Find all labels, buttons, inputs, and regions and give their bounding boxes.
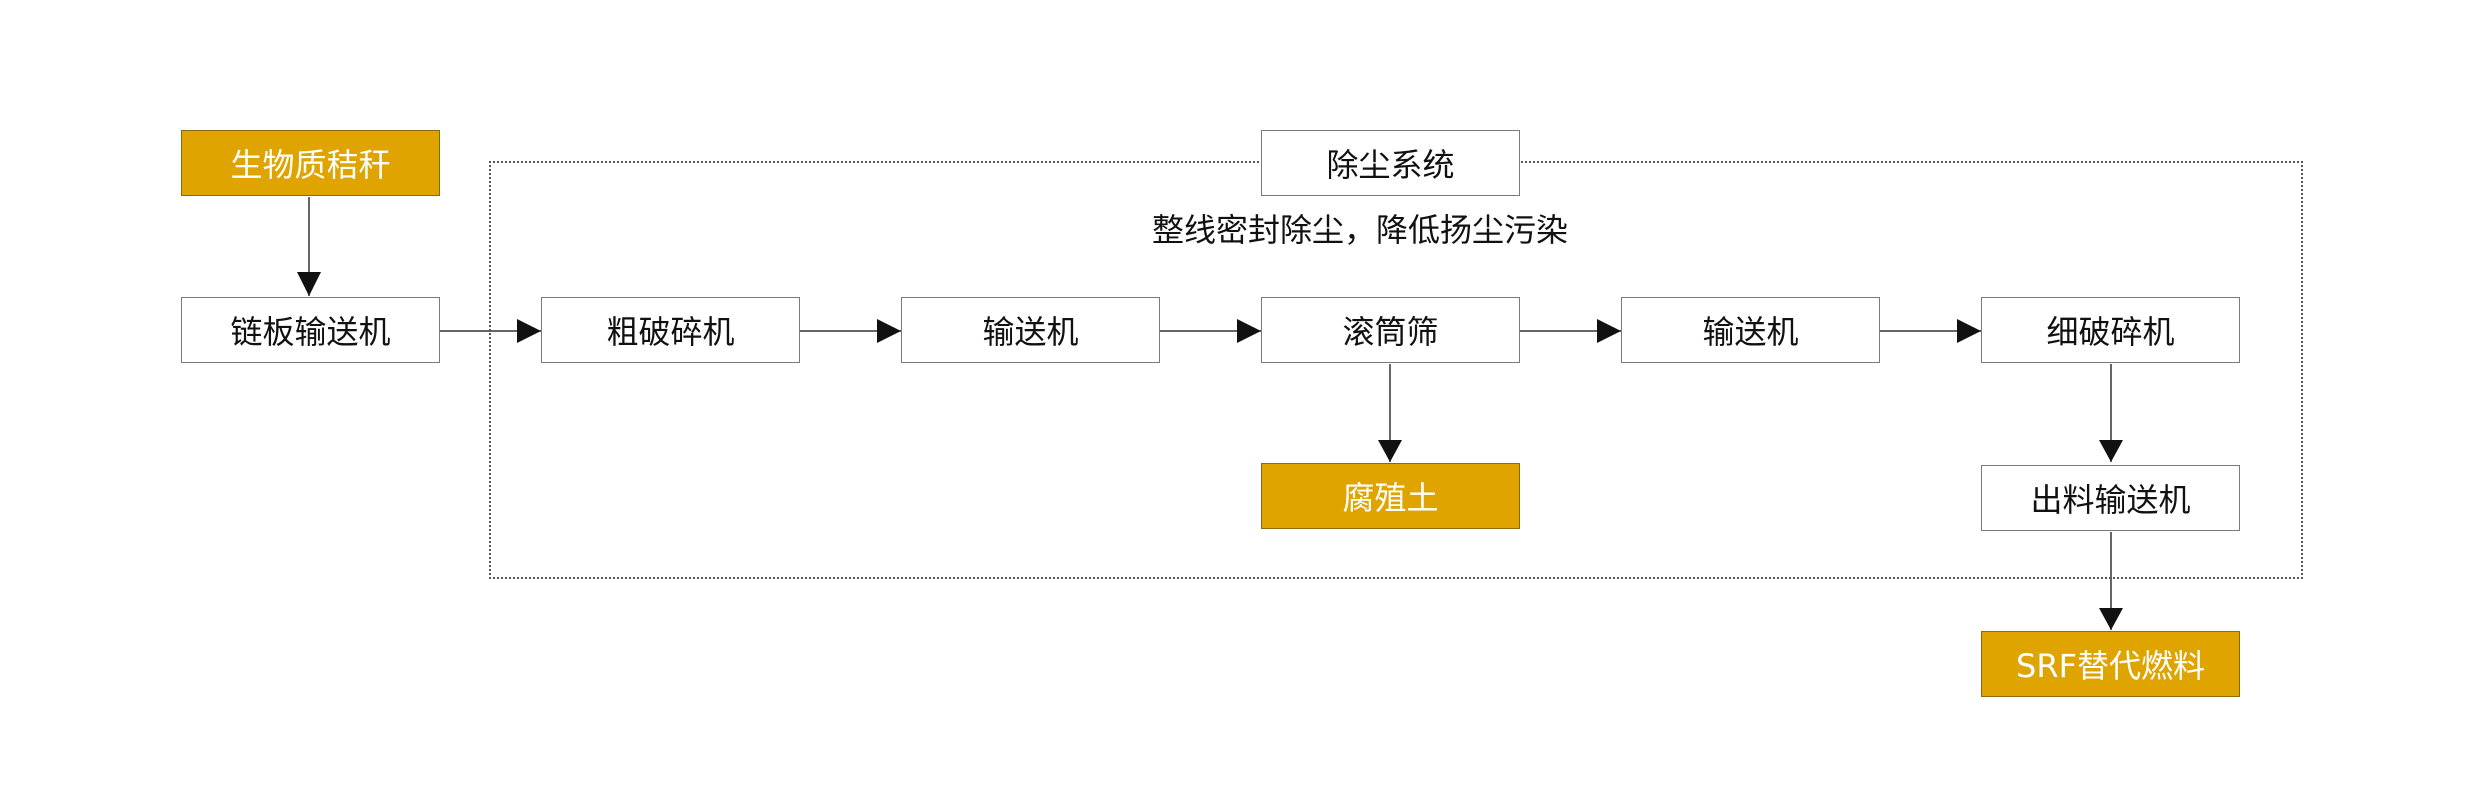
node-conveyor-1: 输送机 (901, 297, 1160, 363)
node-coarse-crusher: 粗破碎机 (541, 297, 800, 363)
node-humus: 腐殖土 (1261, 463, 1520, 529)
arrowhead-icon (1237, 319, 1261, 343)
node-straw: 生物质秸秆 (181, 130, 440, 196)
arrowhead-icon (1597, 319, 1621, 343)
node-outlet-conveyor: 出料输送机 (1981, 465, 2240, 531)
arrowhead-icon (877, 319, 901, 343)
arrowhead-icon (517, 319, 541, 343)
arrowhead-icon (2099, 440, 2123, 462)
arrowhead-icon (297, 272, 321, 296)
node-srf: SRF替代燃料 (1981, 631, 2240, 697)
arrowhead-icon (1378, 440, 1402, 462)
dust-system-note: 整线密封除尘，降低扬尘污染 (1152, 211, 1569, 249)
node-fine-crusher: 细破碎机 (1981, 297, 2240, 363)
arrowhead-icon (2099, 608, 2123, 630)
node-conveyor-2: 输送机 (1621, 297, 1880, 363)
node-drum-screen: 滚筒筛 (1261, 297, 1520, 363)
node-chain-conveyor: 链板输送机 (181, 297, 440, 363)
arrowhead-icon (1957, 319, 1981, 343)
dust-system-label: 除尘系统 (1261, 130, 1520, 196)
